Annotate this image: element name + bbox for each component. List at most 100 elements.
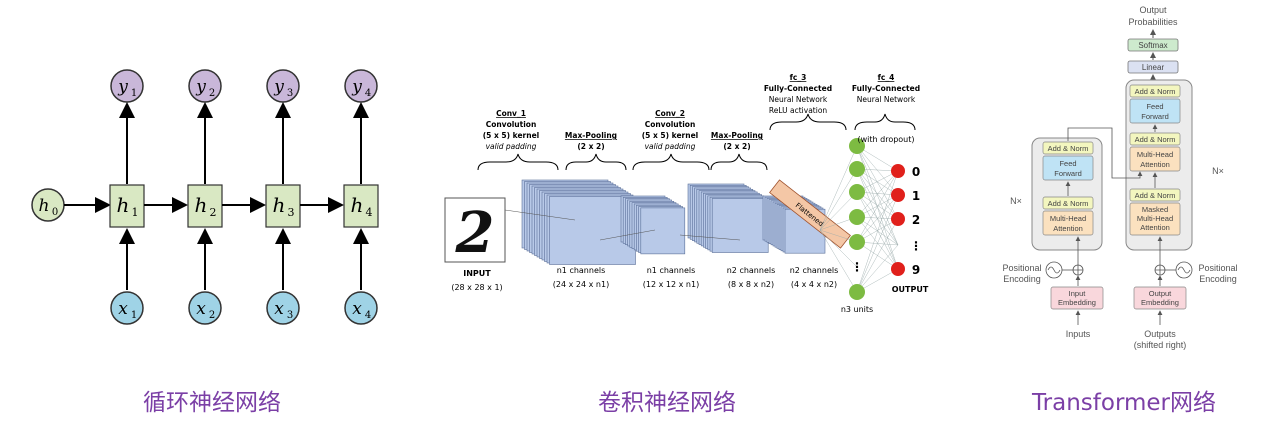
dec-pos-enc-line1: Positional bbox=[1198, 263, 1237, 273]
rnn-hidden-node bbox=[343, 184, 379, 228]
cnn-input-image: 2 bbox=[444, 197, 506, 266]
output-node bbox=[891, 164, 905, 178]
output-label: OUTPUT bbox=[892, 285, 929, 294]
encoder-multi-head-attention bbox=[1042, 210, 1094, 236]
decoder-nx: N× bbox=[1212, 166, 1224, 176]
inputs-label: Inputs bbox=[1066, 329, 1091, 339]
rnn-input-node bbox=[344, 291, 378, 325]
output-class-label: ⋮ bbox=[910, 239, 922, 253]
rnn-initial-state: h 0 bbox=[31, 188, 65, 222]
output-node bbox=[891, 188, 905, 202]
decoder-add-norm-top bbox=[1129, 84, 1181, 98]
output-node bbox=[891, 212, 905, 226]
svg-text:Multi-Head: Multi-Head bbox=[1050, 214, 1086, 223]
rnn-output-label: y bbox=[117, 77, 128, 97]
hidden-unit-node bbox=[849, 184, 865, 200]
output-class-label: 1 bbox=[912, 189, 920, 203]
outputs-label: Outputs bbox=[1144, 329, 1176, 339]
cnn-layer-line: Convolution bbox=[486, 120, 537, 129]
output-class-label: 0 bbox=[912, 165, 920, 179]
rnn-output-label: y bbox=[351, 77, 362, 97]
svg-text:0: 0 bbox=[52, 207, 58, 218]
output-prob-line1: Output bbox=[1139, 5, 1167, 15]
rnn-hidden-label: h bbox=[195, 193, 208, 217]
cnn-layer-title: Max-Pooling bbox=[711, 131, 763, 140]
cnn-layer-line: Neural Network bbox=[769, 95, 828, 104]
hidden-units-label: n3 units bbox=[841, 305, 873, 314]
feature-map-stack-2: n1 channels(12 x 12 x n1) bbox=[620, 195, 699, 289]
outputs-shifted-label: (shifted right) bbox=[1134, 340, 1187, 350]
stage-size-label: (4 x 4 x n2) bbox=[791, 280, 837, 289]
decoder-add-norm-middle bbox=[1129, 132, 1181, 146]
cnn-layer-header-4: Max-Pooling (2 x 2) bbox=[711, 131, 763, 151]
svg-text:Add & Norm: Add & Norm bbox=[1048, 144, 1089, 153]
rnn-input-label: x bbox=[196, 299, 206, 319]
stage-channels-label: n2 channels bbox=[790, 266, 839, 275]
svg-text:Input: Input bbox=[1069, 289, 1087, 298]
stage-channels-label: n1 channels bbox=[557, 266, 606, 275]
rnn-hidden-node bbox=[265, 184, 301, 228]
feature-map-stack-1: n1 channels(24 x 24 x n1) bbox=[521, 179, 636, 289]
output-class-label: 9 bbox=[912, 263, 920, 277]
rnn-hidden-node bbox=[109, 184, 145, 228]
svg-text:Attention: Attention bbox=[1053, 224, 1083, 233]
encoder-feed-forward bbox=[1042, 155, 1094, 181]
linear-block bbox=[1127, 60, 1179, 74]
input-digit: 2 bbox=[455, 200, 495, 266]
caption-rnn: 循环神经网络 bbox=[143, 390, 281, 416]
hidden-unit-node bbox=[849, 161, 865, 177]
rnn-hidden-sub: 4 bbox=[366, 206, 373, 219]
hidden-unit-node bbox=[849, 284, 865, 300]
fc-connections bbox=[819, 145, 899, 293]
output-class-label: 2 bbox=[912, 213, 920, 227]
rnn-input-sub: 4 bbox=[365, 310, 371, 321]
encoder-add-norm-top bbox=[1042, 141, 1094, 155]
rnn-output-sub: 4 bbox=[365, 88, 371, 99]
rnn-input-label: x bbox=[274, 299, 284, 319]
cnn-layer-line: Neural Network bbox=[857, 95, 916, 104]
softmax-block bbox=[1127, 38, 1179, 52]
output-node bbox=[891, 262, 905, 276]
cnn-layer-line: Fully-Connected bbox=[764, 84, 832, 93]
input-embedding-block bbox=[1050, 286, 1104, 310]
svg-text:Embedding: Embedding bbox=[1141, 298, 1179, 307]
hidden-unit-node bbox=[849, 138, 865, 154]
rnn-hidden-label: h bbox=[351, 193, 364, 217]
cnn-layer-line: Convolution bbox=[645, 120, 696, 129]
cnn-layer-title: Conv_2 bbox=[655, 109, 685, 118]
input-label: INPUT bbox=[463, 269, 491, 278]
transformer-diagram: Output Probabilities Softmax Linear Add … bbox=[1002, 5, 1237, 350]
rnn-input-label: x bbox=[118, 299, 128, 319]
rnn-hidden-label: h bbox=[117, 193, 130, 217]
svg-text:Softmax: Softmax bbox=[1138, 41, 1167, 50]
rnn-hidden-sub: 2 bbox=[210, 206, 217, 219]
decoder-masked-attention bbox=[1129, 202, 1181, 236]
rnn-input-sub: 1 bbox=[131, 310, 137, 321]
rnn-input-node bbox=[188, 291, 222, 325]
svg-text:Embedding: Embedding bbox=[1058, 298, 1096, 307]
rnn-input-sub: 2 bbox=[209, 310, 215, 321]
h0-label: h bbox=[39, 196, 50, 216]
cnn-layer-line: (2 x 2) bbox=[723, 142, 750, 151]
caption-transformer: Transformer网络 bbox=[1032, 390, 1217, 416]
svg-text:Add & Norm: Add & Norm bbox=[1135, 87, 1176, 96]
svg-text:Linear: Linear bbox=[1142, 63, 1165, 72]
rnn-input-node bbox=[110, 291, 144, 325]
svg-text:Add & Norm: Add & Norm bbox=[1135, 191, 1176, 200]
svg-text:Masked: Masked bbox=[1142, 205, 1168, 214]
input-size: (28 x 28 x 1) bbox=[451, 283, 502, 292]
stage-size-label: (12 x 12 x n1) bbox=[643, 280, 699, 289]
cnn-layer-line: Fully-Connected bbox=[852, 84, 920, 93]
decoder-add-norm-bottom bbox=[1129, 188, 1181, 202]
dec-pos-enc-line2: Encoding bbox=[1199, 274, 1237, 284]
cnn-layer-title: Max-Pooling bbox=[565, 131, 617, 140]
